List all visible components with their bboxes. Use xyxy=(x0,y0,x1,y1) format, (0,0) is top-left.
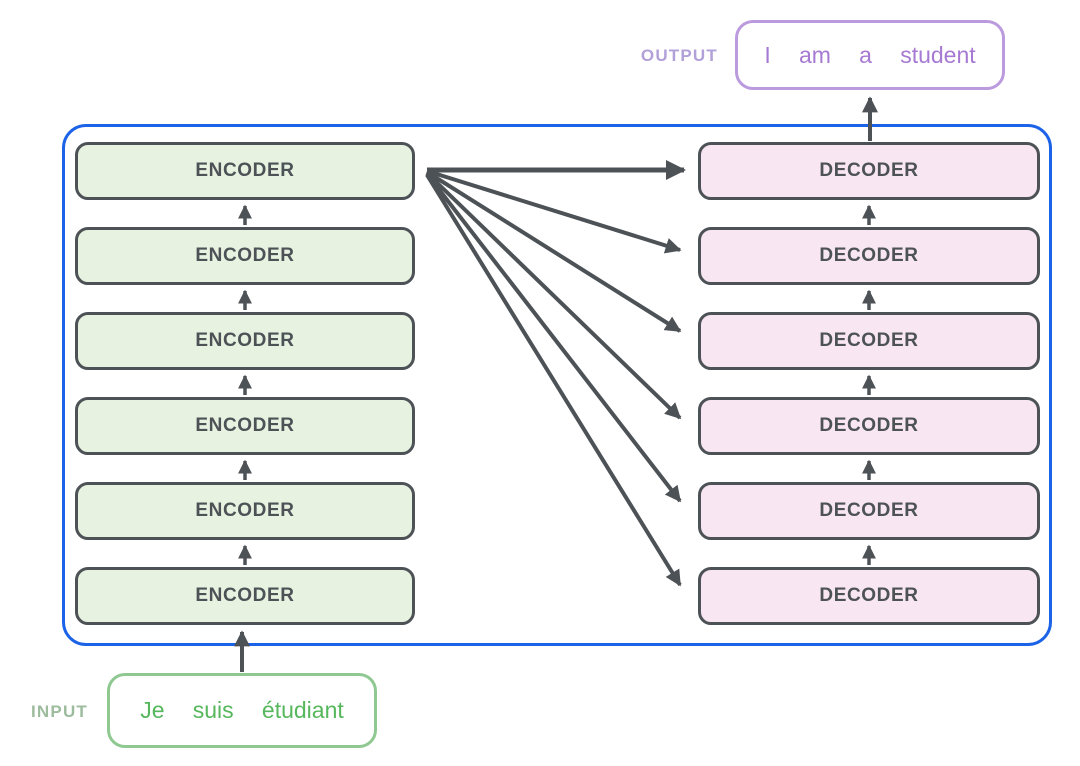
decoder-box-2: DECODER xyxy=(698,227,1040,285)
encoder-box-2: ENCODER xyxy=(75,227,415,285)
output-sentence: I am a student xyxy=(764,41,976,68)
encoder-box-5: ENCODER xyxy=(75,482,415,540)
decoder-box-1: DECODER xyxy=(698,142,1040,200)
input-sentence: Je suis étudiant xyxy=(140,697,344,723)
input-label: INPUT xyxy=(31,702,88,721)
encoder-box-4: ENCODER xyxy=(75,397,415,455)
output-label: OUTPUT xyxy=(640,46,718,65)
output-sentence-box: I am a student xyxy=(735,20,1005,90)
encoder-box-1: ENCODER xyxy=(75,142,415,200)
decoder-box-6: DECODER xyxy=(698,567,1040,625)
encoder-box-6: ENCODER xyxy=(75,567,415,625)
model-container xyxy=(62,124,1052,646)
decoder-box-3: DECODER xyxy=(698,312,1040,370)
decoder-box-5: DECODER xyxy=(698,482,1040,540)
decoder-box-4: DECODER xyxy=(698,397,1040,455)
encoder-box-3: ENCODER xyxy=(75,312,415,370)
input-sentence-box: Je suis étudiant xyxy=(107,673,377,748)
